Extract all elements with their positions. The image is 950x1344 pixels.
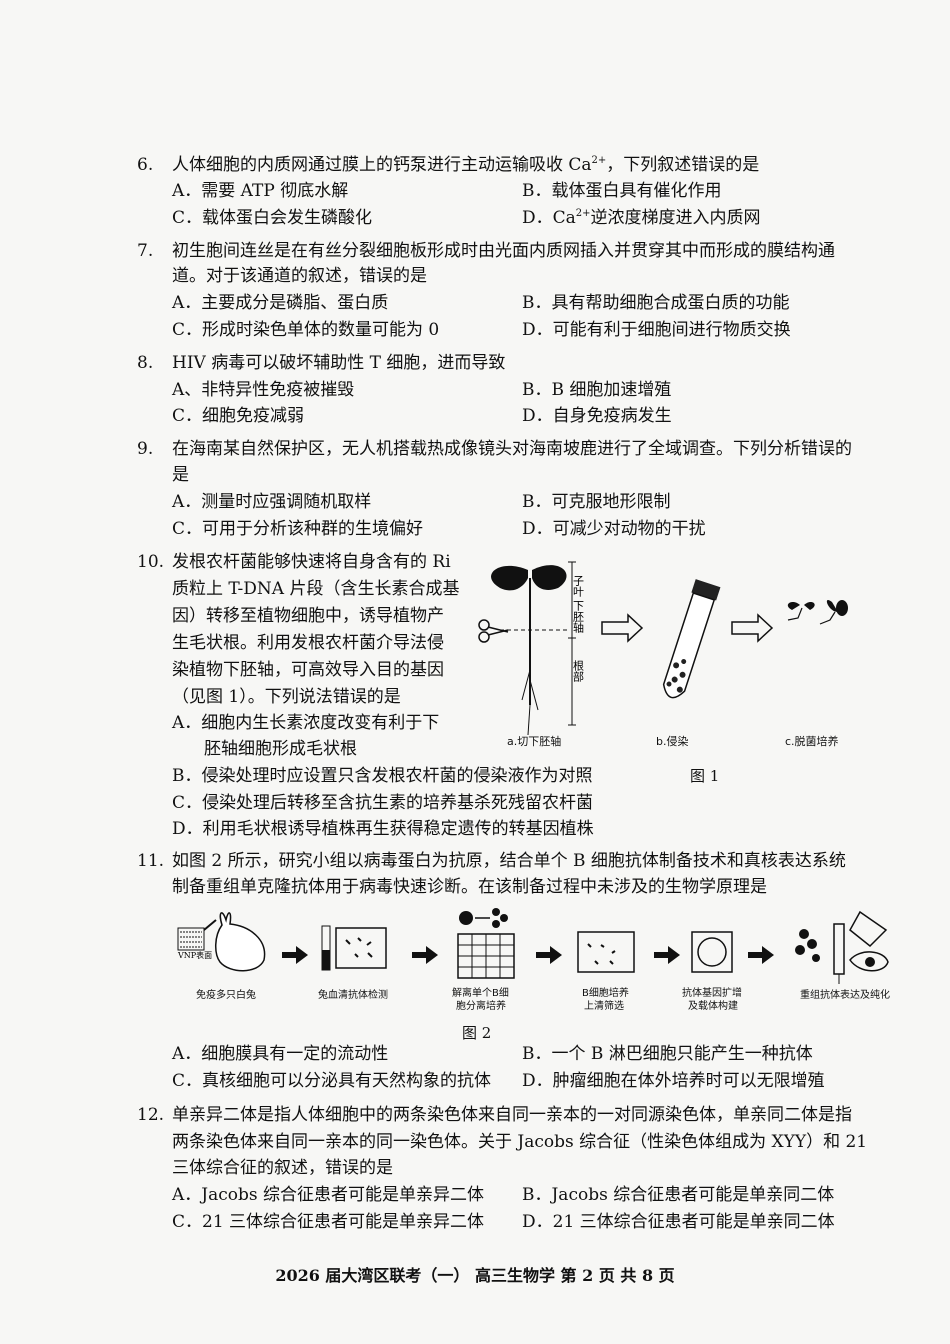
q6-number: 6. bbox=[137, 155, 154, 175]
q12-option-d: D．21 三体综合征患者可能是单亲同二体 bbox=[522, 1212, 835, 1232]
test-tube-illustration bbox=[662, 579, 721, 699]
scissors-icon bbox=[478, 619, 509, 643]
q10-stem-line5: 染植物下胚轴，可高效导入目的基因 bbox=[172, 660, 444, 680]
q10-number: 10. bbox=[137, 552, 165, 572]
q10-stem-line2: 质粒上 T-DNA 片段（含生长素合成基 bbox=[172, 579, 460, 599]
q12-option-a: A．Jacobs 综合征患者可能是单亲异二体 bbox=[172, 1185, 484, 1205]
arrow-right-icon bbox=[536, 946, 562, 964]
q7-option-a: A．主要成分是磷脂、蛋白质 bbox=[172, 293, 389, 313]
q8-option-d: D．自身免疫病发生 bbox=[522, 406, 672, 426]
arrow-right-icon bbox=[654, 946, 680, 964]
q9-option-c: C．可用于分析该种群的生境偏好 bbox=[172, 519, 424, 539]
fig1-caption-c: c.脱菌培养 bbox=[785, 735, 839, 748]
q7-option-c: C．形成时染色单体的数量可能为 0 bbox=[172, 320, 440, 340]
q6-option-a: A．需要 ATP 彻底水解 bbox=[172, 181, 349, 201]
q11-option-a: A．细胞膜具有一定的流动性 bbox=[172, 1044, 389, 1064]
fig2-step-3: 解离单个B细 bbox=[452, 988, 509, 999]
seedling-illustration bbox=[491, 565, 568, 736]
arrow-right-icon bbox=[282, 946, 308, 964]
q10-stem-line6: （见图 1）。下列说法错误的是 bbox=[172, 687, 401, 707]
fig2-step-2: 兔血清抗体检测 bbox=[318, 990, 388, 1001]
fig2-step-5: 抗体基因扩增 bbox=[682, 988, 742, 999]
q6-option-c: C．载体蛋白会发生磷酸化 bbox=[172, 208, 373, 228]
seedlings-illustration bbox=[787, 599, 848, 625]
q9-option-a: A．测量时应强调随机取样 bbox=[172, 492, 372, 512]
q7-stem-line2: 道。对于该通道的叙述，错误的是 bbox=[172, 266, 427, 286]
q6-option-d: D．Ca2+逆浓度梯度进入内质网 bbox=[522, 208, 761, 228]
vector-construct-illustration bbox=[691, 931, 733, 973]
arrow-right-icon bbox=[731, 613, 774, 643]
q11-stem-line1: 如图 2 所示，研究小组以病毒蛋白为抗原，结合单个 B 细胞抗体制备技术和真核表… bbox=[172, 851, 846, 871]
q8-option-c: C．细胞免疫减弱 bbox=[172, 406, 305, 426]
fig2-step-5-line2: 及载体构建 bbox=[688, 1001, 738, 1012]
purification-illustration bbox=[795, 910, 889, 984]
q10-option-b: B．侵染处理时应设置只含发根农杆菌的侵染液作为对照 bbox=[172, 766, 593, 786]
arrow-right-icon bbox=[601, 613, 644, 643]
rabbit-illustration bbox=[177, 912, 266, 972]
q7-option-b: B．具有帮助细胞合成蛋白质的功能 bbox=[522, 293, 790, 313]
q12-stem-line1: 单亲异二体是指人体细胞中的两条染色体来自同一亲本的一对同源染色体，单亲同二体是指 bbox=[172, 1105, 852, 1125]
q10-option-a-line2: 胚轴细胞形成毛状根 bbox=[204, 739, 357, 759]
q8-option-b: B．B 细胞加速增殖 bbox=[522, 380, 672, 400]
q9-option-d: D．可减少对动物的干扰 bbox=[522, 519, 706, 539]
q12-number: 12. bbox=[137, 1105, 165, 1125]
q12-stem-line3: 三体综合征的叙述，错误的是 bbox=[172, 1158, 393, 1178]
arrow-right-icon bbox=[412, 946, 438, 964]
q10-stem-line3: 因）转移至植物细胞中，诱导植物产 bbox=[172, 606, 444, 626]
q10-stem-line1: 发根农杆菌能够快速将自身含有的 Ri bbox=[172, 552, 451, 572]
q8-option-a: A、非特异性免疫被摧毁 bbox=[172, 380, 355, 400]
page-footer: 2026 届大湾区联考（一） 高三生物学 第 2 页 共 8 页 bbox=[275, 1266, 675, 1285]
fig1-caption-b: b.侵染 bbox=[656, 735, 689, 748]
figure-1: 子叶 下胚轴 根部 bbox=[478, 561, 848, 736]
q10-option-d: D．利用毛状根诱导植株再生获得稳定遗传的转基因植株 bbox=[172, 819, 594, 839]
fig2-step-4-line2: 上清筛选 bbox=[584, 1001, 624, 1012]
fig2-step-3-line2: 胞分离培养 bbox=[456, 1001, 506, 1012]
q9-number: 9. bbox=[137, 439, 154, 459]
q9-stem-line1: 在海南某自然保护区，无人机搭载热成像镜头对海南坡鹿进行了全域调查。下列分析错误的 bbox=[172, 439, 852, 459]
serum-tube-illustration bbox=[321, 925, 387, 971]
q11-stem-line2: 制备重组单克隆抗体用于病毒快速诊断。在该制备过程中未涉及的生物学原理是 bbox=[172, 877, 767, 897]
q12-option-b: B．Jacobs 综合征患者可能是单亲同二体 bbox=[522, 1185, 835, 1205]
q7-option-d: D．可能有利于细胞间进行物质交换 bbox=[522, 320, 791, 340]
q7-stem-line1: 初生胞间连丝是在有丝分裂细胞板形成时由光面内质网插入并贯穿其中而形成的膜结构通 bbox=[172, 241, 835, 261]
label-cotyledon: 子叶 bbox=[572, 575, 585, 598]
q12-option-c: C．21 三体综合征患者可能是单亲异二体 bbox=[172, 1212, 485, 1232]
label-root: 根部 bbox=[572, 659, 585, 682]
label-hypocotyl: 下胚轴 bbox=[572, 600, 585, 633]
q8-stem: HIV 病毒可以破坏辅助性 T 细胞，进而导致 bbox=[172, 353, 506, 373]
q11-option-b: B．一个 B 淋巴细胞只能产生一种抗体 bbox=[522, 1044, 813, 1064]
figure-2: VNP表面 bbox=[177, 908, 889, 984]
culture-plate-illustration bbox=[577, 931, 635, 973]
q11-option-c: C．真核细胞可以分泌具有天然构象的抗体 bbox=[172, 1071, 492, 1091]
q11-number: 11. bbox=[137, 851, 165, 871]
q6-stem: 人体细胞的内质网通过膜上的钙泵进行主动运输吸收 Ca2+，下列叙述错误的是 bbox=[172, 155, 760, 175]
q11-option-d: D．肿瘤细胞在体外培养时可以无限增殖 bbox=[522, 1071, 825, 1091]
q7-number: 7. bbox=[137, 241, 154, 261]
q12-stem-line2: 两条染色体来自同一亲本的同一染色体。关于 Jacobs 综合征（性染色体组成为 … bbox=[172, 1132, 868, 1152]
q10-option-c: C．侵染处理后转移至含抗生素的培养基杀死残留农杆菌 bbox=[172, 793, 594, 813]
fig2-title: 图 2 bbox=[462, 1024, 492, 1042]
fig1-caption-a: a.切下胚轴 bbox=[507, 735, 562, 748]
fig2-step-6: 重组抗体表达及纯化 bbox=[800, 990, 890, 1001]
cell-sorting-illustration bbox=[457, 908, 515, 979]
q6-option-b: B．载体蛋白具有催化作用 bbox=[522, 181, 722, 201]
q10-stem-line4: 生毛状根。利用发根农杆菌介导法侵 bbox=[172, 633, 444, 653]
q9-stem-line2: 是 bbox=[172, 465, 189, 485]
fig1-title: 图 1 bbox=[690, 767, 720, 785]
fig2-step-4: B细胞培养 bbox=[582, 988, 629, 999]
q10-option-a-line1: A．细胞内生长素浓度改变有利于下 bbox=[172, 713, 440, 733]
vlp-label: VNP表面 bbox=[177, 950, 212, 960]
fig2-step-1: 免疫多只白兔 bbox=[196, 990, 256, 1001]
arrow-right-icon bbox=[748, 946, 774, 964]
q8-number: 8. bbox=[137, 353, 154, 373]
q9-option-b: B．可克服地形限制 bbox=[522, 492, 671, 512]
